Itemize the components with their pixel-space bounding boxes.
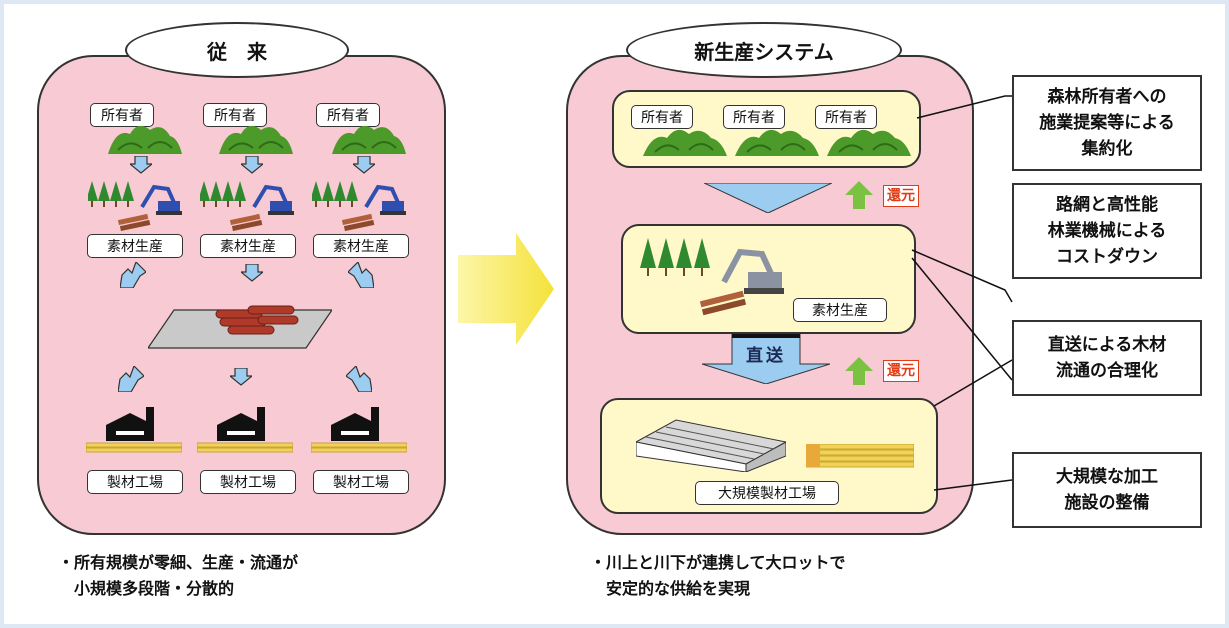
harvester-icon [312, 181, 406, 231]
callout-aggregation: 森林所有者への 施業提案等による 集約化 [1012, 75, 1202, 171]
new-system-title: 新生産システム [626, 22, 902, 78]
owner-label: 所有者 [723, 105, 785, 129]
factory-icon [197, 407, 293, 453]
forest-icon [219, 125, 293, 154]
owner-label: 所有者 [316, 103, 380, 127]
down-arrow-icon [241, 264, 263, 282]
green-up-arrow-icon [845, 357, 873, 385]
forest-icon [108, 125, 182, 154]
production-label: 素材生産 [87, 234, 183, 258]
mill-label: 大規模製材工場 [695, 481, 839, 505]
callout-rationalization: 直送による木材 流通の合理化 [1012, 320, 1202, 396]
forest-icon [827, 129, 911, 156]
factory-icon [311, 407, 407, 453]
mill-label: 製材工場 [87, 470, 183, 494]
diagonal-arrow-icon [346, 366, 372, 392]
forest-icon [735, 129, 819, 156]
owner-label: 所有者 [90, 103, 154, 127]
green-up-arrow-icon [845, 181, 873, 209]
new-system-caption: ・川上と川下が連携して大ロットで 安定的な供給を実現 [590, 553, 846, 598]
return-label: 還元 [883, 360, 919, 382]
production-label: 素材生産 [200, 234, 296, 258]
factory-icon [636, 419, 786, 472]
diagonal-arrow-icon [118, 366, 144, 392]
transition-arrow-icon [458, 233, 554, 345]
diagonal-arrow-icon [120, 262, 146, 288]
production-label: 素材生産 [313, 234, 409, 258]
owner-label: 所有者 [203, 103, 267, 127]
forest-icon [332, 125, 406, 154]
factory-icon [86, 407, 182, 453]
harvester-icon [640, 238, 784, 316]
forest-icon [643, 129, 727, 156]
conventional-caption: ・所有規模が零細、生産・流通が 小規模多段階・分散的 [58, 553, 299, 598]
callout-cost-down: 路網と高性能 林業機械による コストダウン [1012, 183, 1202, 279]
down-arrow-icon [704, 183, 832, 213]
owner-label: 所有者 [815, 105, 877, 129]
production-label: 素材生産 [793, 298, 887, 322]
down-arrow-icon [353, 156, 375, 174]
direct-label: 直送 [746, 345, 786, 366]
mill-label: 製材工場 [200, 470, 296, 494]
direct-arrow-icon [702, 334, 830, 384]
lumber-icon [806, 444, 914, 468]
down-arrow-icon [130, 156, 152, 174]
diagonal-arrow-icon [348, 262, 374, 288]
down-arrow-icon [230, 368, 252, 386]
harvester-icon [88, 181, 182, 231]
harvester-icon [200, 181, 294, 231]
callout-large-facility: 大規模な加工 施設の整備 [1012, 452, 1202, 528]
log-pile-icon [148, 305, 332, 349]
down-arrow-icon [241, 156, 263, 174]
mill-label: 製材工場 [313, 470, 409, 494]
owner-label: 所有者 [631, 105, 693, 129]
conventional-title: 従 来 [125, 22, 349, 78]
return-label: 還元 [883, 185, 919, 207]
